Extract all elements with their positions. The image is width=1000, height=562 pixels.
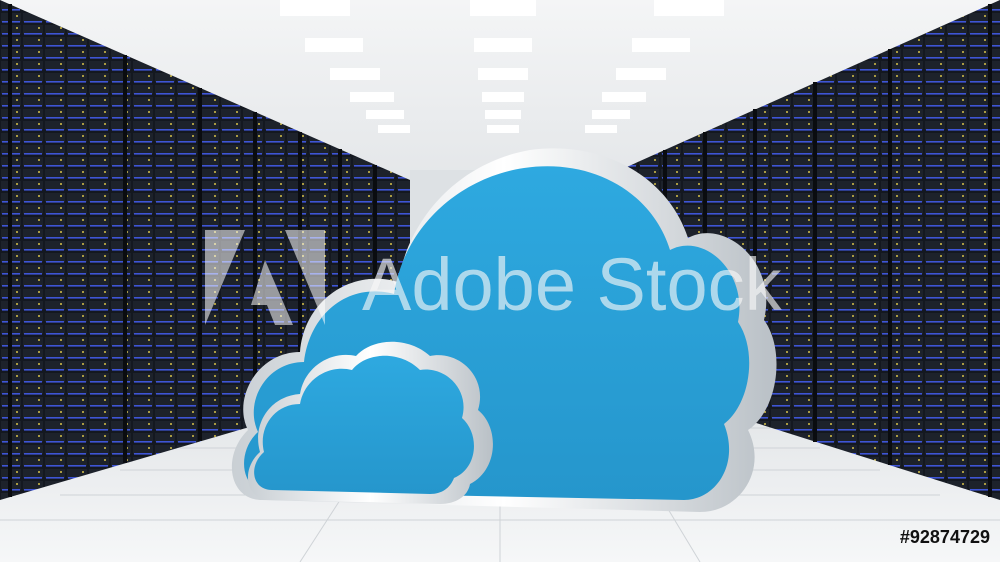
small-cloud [254,355,474,494]
watermark-text: Adobe Stock [362,243,782,326]
image-id-label: #92874729 [899,527,990,547]
ceiling-lights [280,0,724,133]
adobe-logo-icon [205,230,325,325]
